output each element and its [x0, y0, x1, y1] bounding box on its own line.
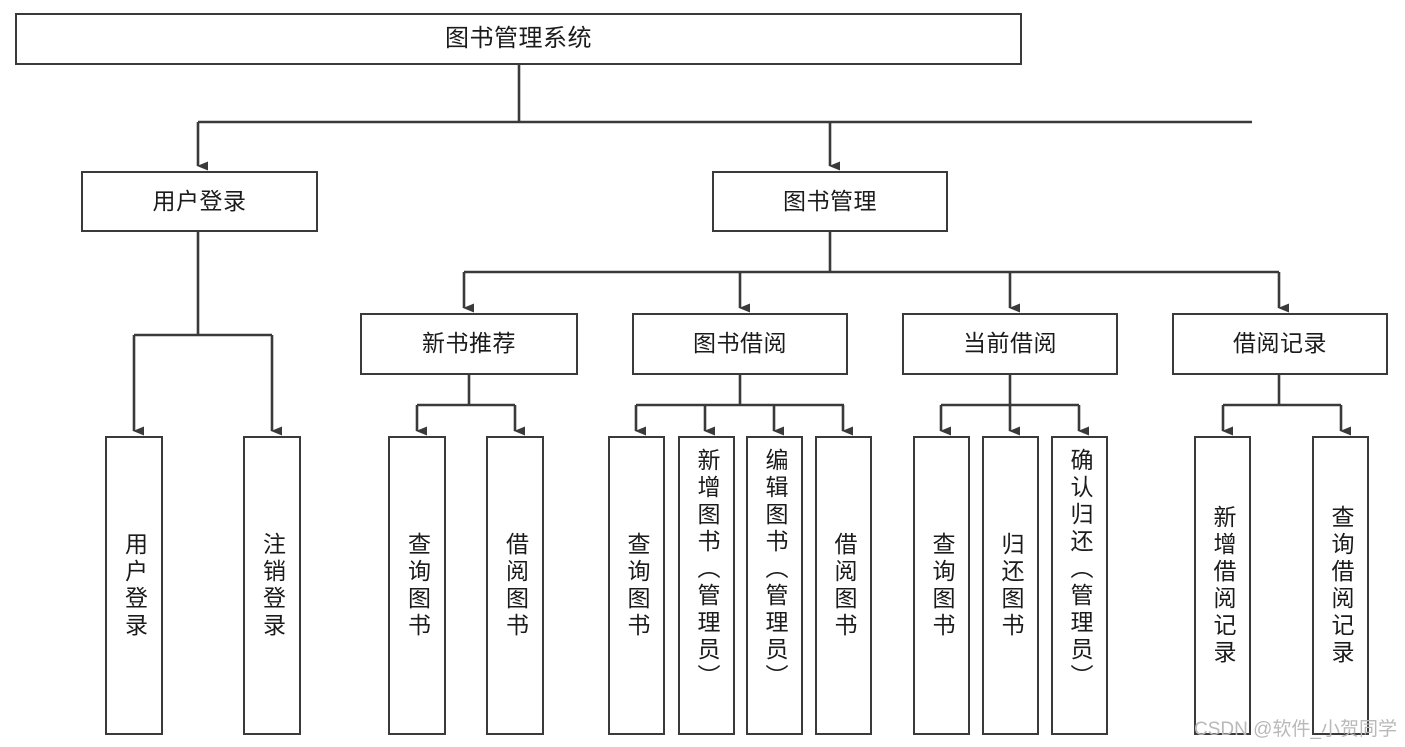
node-leaf-borrow-book[interactable]: 借阅图书: [815, 436, 872, 735]
node-new-book-recommend-label: 新书推荐: [422, 330, 516, 357]
node-borrow-record-label: 借阅记录: [1233, 330, 1327, 357]
node-leaf-query-book-recommend[interactable]: 查询图书: [388, 436, 446, 735]
node-leaf-borrow-book-recommend[interactable]: 借阅图书: [486, 436, 544, 735]
node-book-management-label: 图书管理: [783, 187, 877, 214]
node-leaf-query-borrow-record[interactable]: 查询借阅记录: [1312, 436, 1369, 735]
node-leaf-borrow-book-recommend-label: 借阅图书: [502, 531, 529, 640]
node-new-book-recommend[interactable]: 新书推荐: [360, 313, 578, 375]
node-leaf-user-login[interactable]: 用户登录: [105, 436, 163, 735]
node-leaf-query-borrow-record-label: 查询借阅记录: [1328, 504, 1354, 667]
node-leaf-add-book-admin[interactable]: 新增图书（管理员）: [678, 436, 735, 735]
node-leaf-query-book-recommend-label: 查询图书: [404, 531, 431, 640]
node-leaf-query-book-current[interactable]: 查询图书: [913, 436, 970, 735]
node-leaf-query-book-current-label: 查询图书: [929, 531, 955, 640]
node-root-system[interactable]: 图书管理系统: [15, 13, 1022, 65]
node-leaf-logout[interactable]: 注销登录: [243, 436, 301, 735]
node-leaf-query-book-borrow-label: 查询图书: [624, 531, 650, 640]
node-leaf-confirm-return-admin-label: 确认归还（管理员）: [1067, 448, 1093, 691]
node-user-login[interactable]: 用户登录: [81, 171, 318, 232]
node-current-borrow-label: 当前借阅: [963, 330, 1057, 357]
node-book-management[interactable]: 图书管理: [712, 171, 948, 232]
node-leaf-confirm-return-admin[interactable]: 确认归还（管理员）: [1051, 436, 1108, 735]
node-borrow-record[interactable]: 借阅记录: [1172, 313, 1388, 375]
node-current-borrow[interactable]: 当前借阅: [902, 313, 1118, 375]
node-leaf-logout-label: 注销登录: [259, 531, 286, 640]
node-leaf-add-borrow-record[interactable]: 新增借阅记录: [1194, 436, 1251, 735]
node-leaf-edit-book-admin-label: 编辑图书（管理员）: [762, 448, 788, 691]
node-leaf-query-book-borrow[interactable]: 查询图书: [608, 436, 665, 735]
node-leaf-borrow-book-label: 借阅图书: [831, 531, 857, 640]
node-leaf-user-login-label: 用户登录: [121, 531, 148, 640]
csdn-watermark: CSDN @软件_小贺同学: [1194, 719, 1397, 740]
node-leaf-edit-book-admin[interactable]: 编辑图书（管理员）: [746, 436, 803, 735]
node-user-login-label: 用户登录: [152, 187, 247, 214]
node-leaf-add-borrow-record-label: 新增借阅记录: [1210, 504, 1236, 667]
node-leaf-add-book-admin-label: 新增图书（管理员）: [694, 448, 720, 691]
node-book-borrow-label: 图书借阅: [693, 330, 787, 357]
node-leaf-return-book[interactable]: 归还图书: [982, 436, 1039, 735]
node-book-borrow[interactable]: 图书借阅: [632, 313, 848, 375]
node-leaf-return-book-label: 归还图书: [998, 531, 1024, 640]
node-root-system-label: 图书管理系统: [445, 24, 592, 52]
